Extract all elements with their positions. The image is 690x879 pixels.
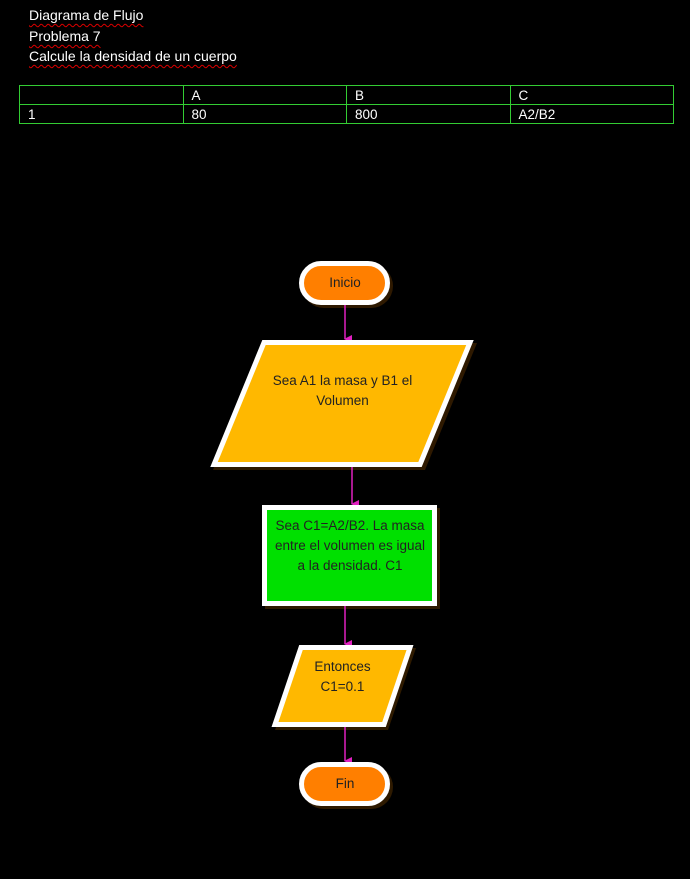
table-header-row: A B C: [19, 85, 674, 105]
output-label: Entonces C1=0.1: [314, 659, 371, 694]
table-cell: 1: [19, 104, 184, 124]
problem-label: Problema 7: [29, 28, 101, 44]
problem-statement: Calcule la densidad de un cuerpo: [29, 48, 237, 64]
input-label: Sea A1 la masa y B1 el Volumen: [272, 373, 413, 408]
table-row: 1 80 800 A2/B2: [19, 104, 674, 124]
process-label: Sea C1=A2/B2. La masa entre el volumen e…: [274, 518, 426, 573]
output-parallelogram: [271, 645, 414, 727]
end-label: Fin: [335, 776, 355, 791]
doc-title: Diagrama de Flujo: [29, 7, 144, 23]
start-terminal: [299, 261, 390, 305]
table-cell: 800: [346, 104, 511, 124]
process-box: [262, 505, 437, 606]
data-table: A B C 1 80 800 A2/B2: [19, 85, 674, 124]
start-label: Inicio: [329, 275, 361, 290]
table-cell: A2/B2: [509, 104, 674, 124]
input-parallelogram: [210, 340, 474, 467]
end-terminal: [299, 762, 390, 806]
